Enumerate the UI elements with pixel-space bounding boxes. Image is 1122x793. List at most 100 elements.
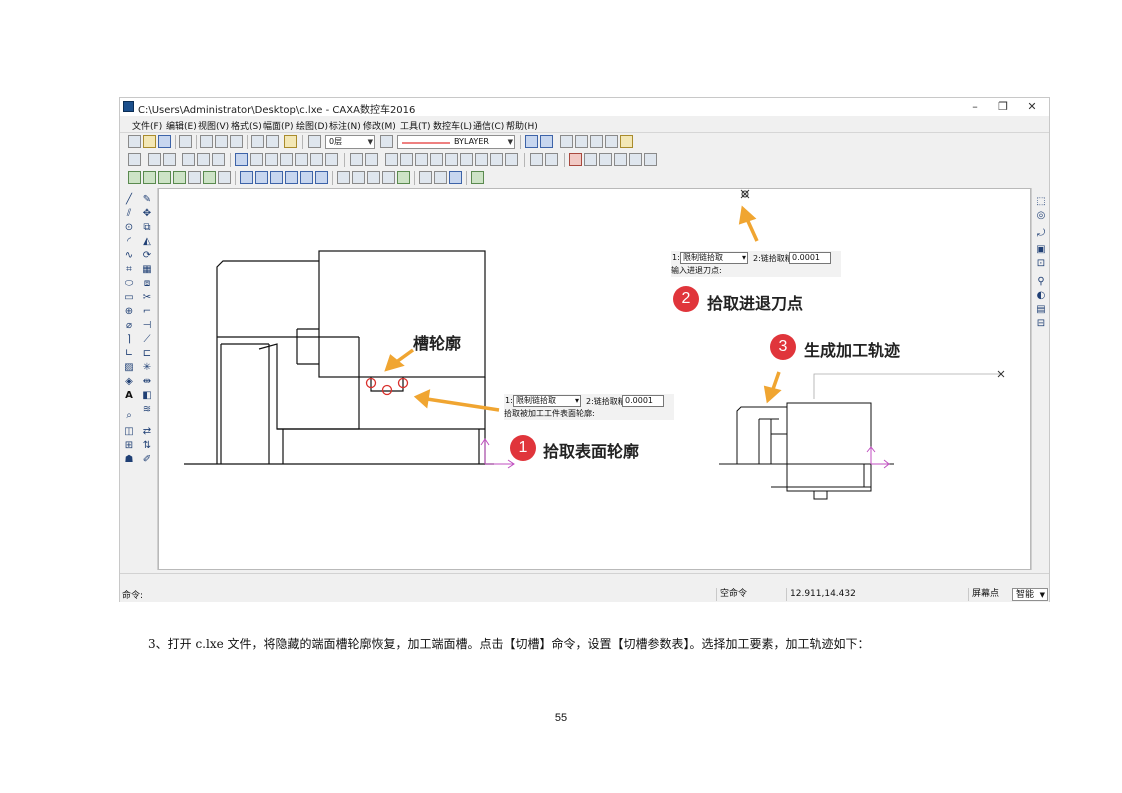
brush-tool-icon[interactable]: ✐: [142, 454, 152, 465]
cnc-path-icon-4[interactable]: [173, 171, 186, 184]
close-button[interactable]: ✕: [1027, 100, 1037, 113]
menu-sheet[interactable]: 幅面(P): [263, 122, 294, 132]
linetype-select[interactable]: BYLAYER▼: [397, 135, 515, 149]
view-icon-6[interactable]: ⚲: [1037, 276, 1045, 287]
zoom-icon-3[interactable]: [599, 153, 612, 166]
view-icon-3[interactable]: ⤾: [1036, 228, 1046, 239]
order-tool-icon[interactable]: ⇅: [142, 440, 152, 451]
cnc-op-icon-5[interactable]: [300, 171, 313, 184]
menu-help[interactable]: 帮助(H): [506, 122, 538, 132]
polyline-tool-icon[interactable]: ⌀: [125, 320, 133, 331]
chamfer-tool-icon[interactable]: ∟: [124, 348, 134, 359]
trim-tool-icon[interactable]: ✂: [142, 292, 152, 303]
dim-icon-4[interactable]: [400, 153, 413, 166]
zoom-icon-5[interactable]: [629, 153, 642, 166]
dim-icon-5[interactable]: [415, 153, 428, 166]
frame-icon[interactable]: [148, 153, 161, 166]
print-icon[interactable]: [179, 135, 192, 148]
break-tool-icon[interactable]: ⟋: [143, 334, 151, 345]
cnc-op-icon-10[interactable]: [382, 171, 395, 184]
cnc-code-icon-2[interactable]: [434, 171, 447, 184]
chain-pick-select[interactable]: 限制链拾取▾: [513, 395, 581, 407]
arc-tool-icon[interactable]: ◜: [127, 236, 131, 247]
grid-icon[interactable]: [128, 153, 141, 166]
curve-icon-5[interactable]: [295, 153, 308, 166]
view-icon-1[interactable]: ⬚: [1036, 196, 1046, 207]
curve-icon-7[interactable]: [325, 153, 338, 166]
scale-tool-icon[interactable]: ⧈: [143, 278, 151, 289]
menu-file[interactable]: 文件(F): [132, 122, 163, 132]
search-tool-icon[interactable]: ⌕: [126, 410, 132, 421]
cnc-op-icon-11[interactable]: [397, 171, 410, 184]
dim-icon-8[interactable]: [460, 153, 473, 166]
menu-draw[interactable]: 绘图(D): [296, 122, 328, 132]
dim-icon-11[interactable]: [505, 153, 518, 166]
view-icon-5[interactable]: ⊡: [1036, 258, 1046, 269]
precision-input[interactable]: 0.0001: [622, 395, 664, 407]
cnc-path-icon-5[interactable]: [188, 171, 201, 184]
cnc-op-icon-8[interactable]: [352, 171, 365, 184]
restore-button[interactable]: ❐: [998, 100, 1008, 113]
cnc-icon-2[interactable]: [540, 135, 553, 148]
format-tool-icon[interactable]: ≋: [142, 404, 152, 415]
align-tool-icon[interactable]: ⇹: [142, 376, 152, 387]
dim-icon-10[interactable]: [490, 153, 503, 166]
view-icon-7[interactable]: ◐: [1036, 290, 1046, 301]
copy-tool-icon[interactable]: ⧉: [143, 222, 151, 233]
cnc-op-icon-1[interactable]: [240, 171, 253, 184]
stretch-tool-icon[interactable]: ⊏: [142, 348, 152, 359]
cnc-op-icon-9[interactable]: [367, 171, 380, 184]
explode-tool-icon[interactable]: ✳: [142, 362, 152, 373]
copy-icon[interactable]: [215, 135, 228, 148]
image-tool-icon[interactable]: ◫: [124, 426, 134, 437]
eraser-tool-icon[interactable]: ✎: [142, 194, 152, 205]
cnc-code-icon-3[interactable]: [449, 171, 462, 184]
rect-tool-icon[interactable]: ▭: [124, 292, 134, 303]
mirror-tool-icon[interactable]: ◭: [143, 236, 151, 247]
minimize-button[interactable]: –: [972, 100, 978, 113]
table-icon[interactable]: [197, 153, 210, 166]
extend-tool-icon[interactable]: ⊣: [142, 320, 152, 331]
cnc-op-icon-4[interactable]: [285, 171, 298, 184]
cnc-path-icon-1[interactable]: [128, 171, 141, 184]
move-tool-icon[interactable]: ✥: [142, 208, 152, 219]
layer-icon[interactable]: [308, 135, 321, 148]
symbol-icon[interactable]: [212, 153, 225, 166]
dim-icon-2[interactable]: [365, 153, 378, 166]
cnc-op-icon-3[interactable]: [270, 171, 283, 184]
circle-tool-icon[interactable]: ⊙: [124, 222, 134, 233]
cut-icon[interactable]: [200, 135, 213, 148]
menu-dimension[interactable]: 标注(N): [329, 122, 361, 132]
cnc-icon-3[interactable]: [560, 135, 573, 148]
cnc-icon-7[interactable]: [620, 135, 633, 148]
view-icon-8[interactable]: ▤: [1036, 304, 1046, 315]
chain-pick-select[interactable]: 限制链拾取▾: [680, 252, 748, 264]
menu-modify[interactable]: 修改(M): [363, 122, 396, 132]
center-tool-icon[interactable]: ⊕: [124, 306, 134, 317]
undo-icon[interactable]: [251, 135, 264, 148]
snap-mode-select[interactable]: 智能▼: [1012, 588, 1048, 601]
menu-tools[interactable]: 工具(T): [400, 122, 431, 132]
zoom-icon-4[interactable]: [614, 153, 627, 166]
cnc-path-icon-2[interactable]: [143, 171, 156, 184]
curve-icon-6[interactable]: [310, 153, 323, 166]
curve-icon-3[interactable]: [265, 153, 278, 166]
spline-tool-icon[interactable]: ∿: [124, 250, 134, 261]
user-tool-icon[interactable]: ☗: [124, 454, 134, 465]
equidistant-tool-icon[interactable]: ⌉: [127, 334, 131, 345]
text-icon[interactable]: [530, 153, 543, 166]
dim-icon-3[interactable]: [385, 153, 398, 166]
curve-icon-1[interactable]: [235, 153, 248, 166]
cnc-op-icon-2[interactable]: [255, 171, 268, 184]
hatch-tool-icon[interactable]: ▨: [124, 362, 134, 373]
zoom-icon-6[interactable]: [644, 153, 657, 166]
dim-icon-1[interactable]: [350, 153, 363, 166]
bom-icon[interactable]: [182, 153, 195, 166]
dim-icon-9[interactable]: [475, 153, 488, 166]
menu-format[interactable]: 格式(S): [231, 122, 262, 132]
help-icon[interactable]: [284, 135, 297, 148]
view-icon-2[interactable]: ◎: [1036, 210, 1046, 221]
point-tool-icon[interactable]: ⌗: [126, 264, 132, 275]
cnc-icon-4[interactable]: [575, 135, 588, 148]
block-tool-icon[interactable]: ◈: [125, 376, 133, 387]
